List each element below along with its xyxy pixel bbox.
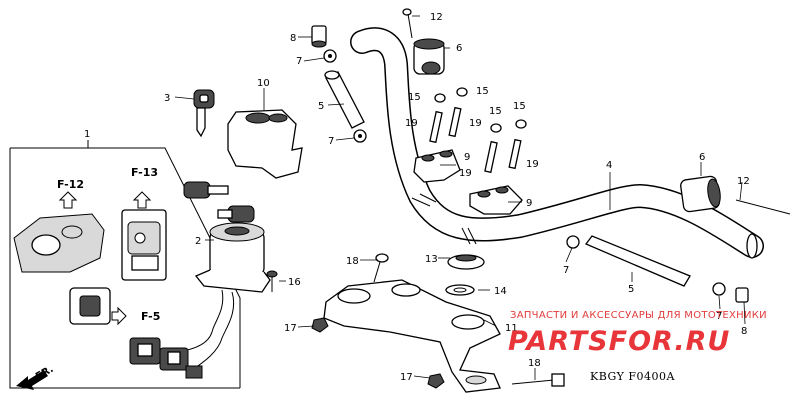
- ignition-set-inset: [9, 140, 241, 389]
- label-11: 11: [505, 323, 518, 334]
- front-direction-label: FR.: [34, 364, 56, 383]
- section-f12: F-12: [57, 178, 84, 191]
- label-7-right: 7: [716, 311, 722, 322]
- label-5-top: 5: [318, 101, 324, 112]
- upper-holder-right: [469, 185, 523, 215]
- bolt-cap-15: [434, 87, 527, 133]
- label-4: 4: [606, 160, 612, 171]
- key: [193, 89, 215, 138]
- label-14: 14: [494, 286, 507, 297]
- nut-17-left: [311, 317, 329, 333]
- key-set: [183, 181, 255, 223]
- ignition-switch: [194, 222, 271, 293]
- section-f5: F-5: [141, 310, 160, 323]
- label-19-b: 19: [469, 118, 482, 129]
- front-direction-arrow: [16, 370, 48, 390]
- label-19-d: 19: [459, 168, 472, 179]
- weight-rod-5-right: [584, 235, 691, 287]
- bolt-12-top: [402, 8, 413, 39]
- lock-nut-7-mid: [353, 129, 367, 143]
- label-17-left: 17: [284, 323, 297, 334]
- collar-8-top: [311, 25, 327, 48]
- label-6-top: 6: [456, 43, 462, 54]
- label-2: 2: [195, 236, 201, 247]
- screw-16: [266, 270, 278, 292]
- f13-relay-bracket: [121, 209, 167, 281]
- label-5-right: 5: [628, 284, 634, 295]
- lock-nut-7-left: [566, 235, 580, 249]
- bolt-12-right: [735, 199, 791, 215]
- label-13: 13: [425, 254, 438, 265]
- label-1: 1: [84, 129, 90, 140]
- label-8-top: 8: [290, 33, 296, 44]
- label-10: 10: [257, 78, 270, 89]
- collar-8-right: [735, 287, 749, 303]
- part-labels: 1 2 3 4 5 5 6 6 7 7 7 7 8 8 9 9 10 11 12…: [84, 12, 750, 383]
- arrow-up-f13: [132, 191, 152, 209]
- holder-bolt-19: [429, 106, 522, 174]
- label-15-a: 15: [408, 92, 421, 103]
- weight-rod-5-top: [324, 70, 365, 129]
- nut-17-bottom: [427, 373, 445, 389]
- washer-14: [445, 284, 475, 296]
- f12-cover-pad: [13, 213, 105, 273]
- label-9-left: 9: [464, 152, 470, 163]
- label-19-a: 19: [405, 118, 418, 129]
- watermark-brand: PARTSFOR.RU: [508, 326, 730, 357]
- label-9-right: 9: [526, 198, 532, 209]
- bolt-18-top: [373, 253, 389, 283]
- label-18-bottom: 18: [528, 358, 541, 369]
- lock-nut-7-right: [712, 282, 726, 296]
- lock-nut-7-top: [323, 49, 337, 63]
- upper-holder-left: [413, 149, 461, 183]
- label-15-b: 15: [476, 86, 489, 97]
- section-f13: F-13: [131, 166, 158, 179]
- label-12-right: 12: [737, 176, 750, 187]
- switch-cover: [227, 109, 303, 179]
- arrow-right-f5: [111, 306, 127, 326]
- watermark-tagline: ЗАПЧАСТИ И АКСЕССУАРЫ ДЛЯ МОТОТЕХНИКИ: [510, 310, 767, 321]
- label-12-top: 12: [430, 12, 443, 23]
- arrow-up-f12: [58, 191, 78, 209]
- stem-nut-13: [447, 254, 485, 270]
- label-3: 3: [164, 93, 170, 104]
- label-7-bar: 7: [563, 265, 569, 276]
- label-19-c: 19: [526, 159, 539, 170]
- top-bridge: [323, 279, 501, 393]
- label-7-top: 7: [296, 56, 302, 67]
- label-15-c: 15: [489, 106, 502, 117]
- bar-end-weight-right: [680, 175, 721, 213]
- label-17-bottom: 17: [400, 372, 413, 383]
- diagram-code: KBGY F0400A: [590, 370, 675, 383]
- pinch-bolt-18: [511, 373, 565, 387]
- handlebar: [350, 27, 764, 259]
- label-16: 16: [288, 277, 301, 288]
- label-8-right: 8: [741, 326, 747, 337]
- wire-harness: [129, 289, 235, 379]
- label-7-mid: 7: [328, 136, 334, 147]
- bar-end-weight-top: [413, 38, 445, 75]
- label-18-top: 18: [346, 256, 359, 267]
- f5-clip: [69, 287, 111, 325]
- label-15-d: 15: [513, 101, 526, 112]
- label-6-right: 6: [699, 152, 705, 163]
- leader-lines: [174, 15, 746, 380]
